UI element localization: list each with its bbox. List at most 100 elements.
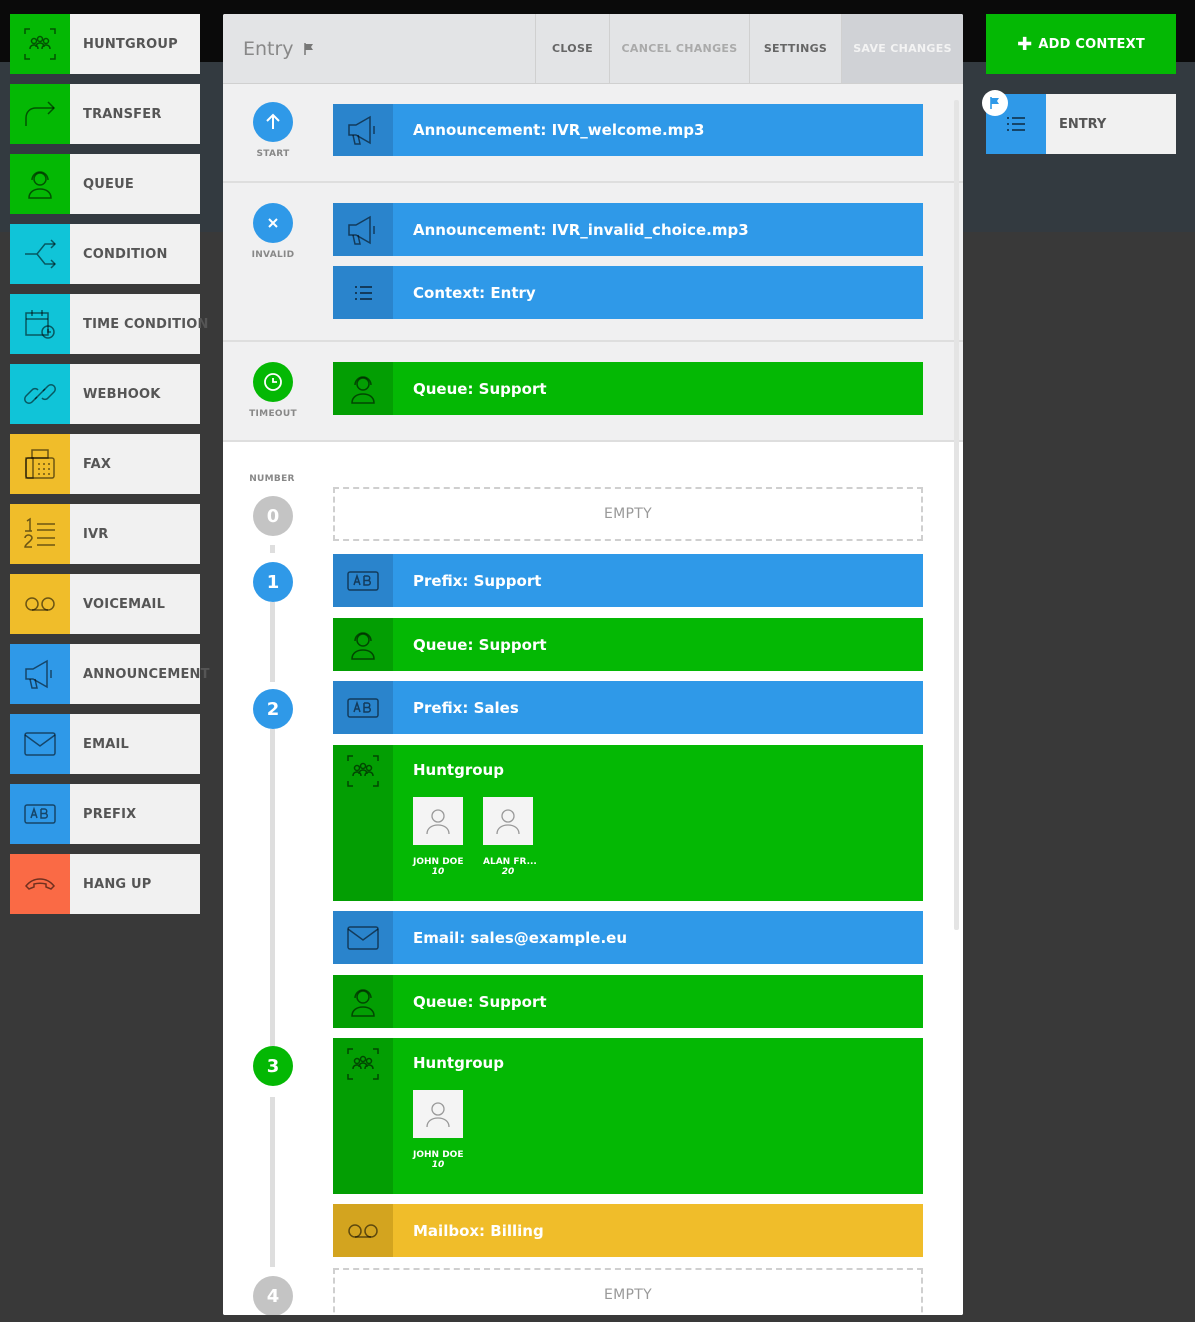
number-2-circle: 2	[253, 689, 293, 729]
number-1-queue-block[interactable]: Queue: Support	[333, 618, 923, 671]
add-context-button[interactable]: ✚ ADD CONTEXT	[986, 14, 1176, 74]
number-4-circle: 4	[253, 1276, 293, 1315]
number-3-circle: 3	[253, 1046, 293, 1086]
member-extension: 10	[431, 867, 445, 877]
announcement-icon	[333, 104, 393, 156]
timeout-section: TIMEOUT Queue: Support	[223, 342, 963, 442]
block-label: Mailbox: Billing	[413, 1221, 544, 1240]
number-2-email-block[interactable]: Email: sales@example.eu	[333, 911, 923, 964]
timeout-label: TIMEOUT	[249, 409, 297, 419]
connector-line	[270, 545, 275, 553]
block-label: Announcement: IVR_invalid_choice.mp3	[413, 220, 749, 239]
block-palette: HUNTGROUP TRANSFER QUEUE CONDITION TIME …	[10, 14, 210, 924]
user-icon	[496, 809, 520, 835]
add-context-label: ADD CONTEXT	[1038, 36, 1145, 52]
block-label: Queue: Support	[413, 379, 547, 398]
voicemail-icon	[333, 1204, 393, 1257]
number-1-circle: 1	[253, 562, 293, 602]
palette-item-huntgroup[interactable]: HUNTGROUP	[10, 14, 200, 74]
webhook-icon	[10, 364, 70, 424]
invalid-context-block[interactable]: Context: Entry	[333, 266, 923, 319]
palette-item-email[interactable]: EMAIL	[10, 714, 200, 774]
huntgroup-icon	[333, 1038, 393, 1194]
palette-item-label: CONDITION	[83, 246, 168, 262]
member-name: ALAN FR...	[483, 857, 537, 867]
invalid-announcement-block[interactable]: Announcement: IVR_invalid_choice.mp3	[333, 203, 923, 256]
number-0-circle: 0	[253, 496, 293, 536]
palette-item-prefix[interactable]: PREFIX	[10, 784, 200, 844]
number-2-huntgroup-block[interactable]: Huntgroup JOHN DOE 10 ALAN FR...	[333, 745, 923, 901]
queue-icon	[333, 618, 393, 671]
queue-icon	[333, 975, 393, 1028]
queue-icon	[333, 362, 393, 415]
fax-icon	[10, 434, 70, 494]
member-extension: 10	[431, 1160, 445, 1170]
avatar	[413, 1090, 463, 1138]
palette-item-label: QUEUE	[83, 176, 134, 192]
palette-item-label: VOICEMAIL	[83, 596, 166, 612]
connector-line	[270, 729, 275, 1049]
start-label: START	[256, 149, 290, 159]
palette-item-label: EMAIL	[83, 736, 129, 752]
palette-item-condition[interactable]: CONDITION	[10, 224, 200, 284]
huntgroup-member[interactable]: ALAN FR... 20	[483, 797, 537, 877]
block-label: Queue: Support	[413, 992, 547, 1011]
palette-item-queue[interactable]: QUEUE	[10, 154, 200, 214]
modal-header: Entry CLOSE CANCEL CHANGES SETTINGS SAVE…	[223, 14, 963, 84]
number-2-queue-block[interactable]: Queue: Support	[333, 975, 923, 1028]
palette-item-fax[interactable]: FAX	[10, 434, 200, 494]
number-section: NUMBER 0 EMPTY 1 Prefix: Support Queue: …	[223, 442, 963, 1315]
cancel-changes-button[interactable]: CANCEL CHANGES	[609, 14, 749, 83]
close-button[interactable]: CLOSE	[535, 14, 609, 83]
number-2-prefix-block[interactable]: Prefix: Sales	[333, 681, 923, 734]
huntgroup-members: JOHN DOE 10 ALAN FR... 20	[413, 797, 553, 877]
list-icon	[333, 266, 393, 319]
invalid-section: INVALID Announcement: IVR_invalid_choice…	[223, 183, 963, 342]
palette-item-voicemail[interactable]: VOICEMAIL	[10, 574, 200, 634]
avatar	[483, 797, 533, 845]
modal-scrollbar[interactable]	[954, 100, 959, 930]
number-3-huntgroup-block[interactable]: Huntgroup JOHN DOE 10	[333, 1038, 923, 1194]
palette-item-announcement[interactable]: ANNOUNCEMENT	[10, 644, 210, 704]
avatar	[413, 797, 463, 845]
close-icon	[268, 218, 278, 228]
number-0-empty-slot[interactable]: EMPTY	[333, 487, 923, 541]
palette-item-label: PREFIX	[83, 806, 137, 822]
context-item-entry[interactable]: ENTRY	[986, 94, 1176, 154]
user-icon	[426, 809, 450, 835]
huntgroup-member[interactable]: JOHN DOE 10	[413, 1090, 463, 1170]
huntgroup-title: Huntgroup	[413, 1054, 504, 1072]
queue-icon	[10, 154, 70, 214]
palette-item-label: WEBHOOK	[83, 386, 161, 402]
palette-item-ivr[interactable]: IVR	[10, 504, 200, 564]
palette-item-transfer[interactable]: TRANSFER	[10, 84, 200, 144]
entry-flag-icon	[982, 90, 1008, 116]
settings-button[interactable]: SETTINGS	[749, 14, 841, 83]
palette-item-time-condition[interactable]: TIME CONDITION	[10, 294, 208, 354]
invalid-label: INVALID	[251, 250, 295, 260]
ivr-icon	[10, 504, 70, 564]
huntgroup-members: JOHN DOE 10	[413, 1090, 504, 1170]
huntgroup-member[interactable]: JOHN DOE 10	[413, 797, 463, 877]
palette-item-webhook[interactable]: WEBHOOK	[10, 364, 200, 424]
block-label: Email: sales@example.eu	[413, 928, 627, 947]
palette-item-label: IVR	[83, 526, 109, 542]
condition-icon	[10, 224, 70, 284]
number-label: NUMBER	[249, 474, 295, 484]
palette-item-label: ANNOUNCEMENT	[83, 666, 210, 682]
context-editor-modal: Entry CLOSE CANCEL CHANGES SETTINGS SAVE…	[223, 14, 963, 1315]
number-1-prefix-block[interactable]: Prefix: Support	[333, 554, 923, 607]
huntgroup-body: Huntgroup JOHN DOE 10	[393, 1038, 504, 1194]
prefix-icon	[10, 784, 70, 844]
timeout-queue-block[interactable]: Queue: Support	[333, 362, 923, 415]
block-label: Announcement: IVR_welcome.mp3	[413, 121, 705, 139]
save-changes-button[interactable]: SAVE CHANGES	[841, 14, 963, 83]
announcement-icon	[333, 203, 393, 256]
huntgroup-icon	[10, 14, 70, 74]
palette-item-hangup[interactable]: HANG UP	[10, 854, 200, 914]
plus-icon: ✚	[1017, 33, 1033, 55]
number-4-empty-slot[interactable]: EMPTY	[333, 1268, 923, 1315]
number-3-mailbox-block[interactable]: Mailbox: Billing	[333, 1204, 923, 1257]
huntgroup-body: Huntgroup JOHN DOE 10 ALAN FR...	[393, 745, 553, 901]
start-announcement-block[interactable]: Announcement: IVR_welcome.mp3	[333, 104, 923, 156]
